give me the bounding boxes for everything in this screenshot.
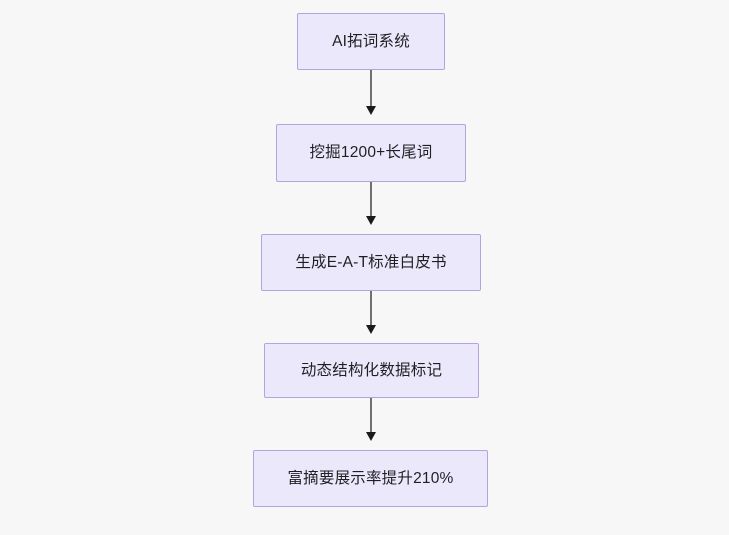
connector-line-1 (370, 70, 372, 107)
arrowhead-1 (365, 106, 376, 115)
connector-line-2 (370, 182, 372, 217)
arrowhead-2 (365, 216, 376, 225)
flow-node-label: 富摘要展示率提升210% (287, 469, 454, 487)
flow-node-label: AI拓词系统 (332, 32, 410, 50)
flow-node-rich-snippet-uplift[interactable]: 富摘要展示率提升210% (253, 450, 488, 507)
flow-node-generate-eat-whitepaper[interactable]: 生成E-A-T标准白皮书 (261, 234, 481, 291)
flow-node-dynamic-structured-data[interactable]: 动态结构化数据标记 (264, 343, 479, 398)
arrowhead-4 (365, 432, 376, 441)
flow-node-mine-longtail-keywords[interactable]: 挖掘1200+长尾词 (276, 124, 466, 182)
connector-line-3 (370, 291, 372, 326)
flow-node-label: 生成E-A-T标准白皮书 (295, 253, 447, 271)
flow-node-ai-keyword-system[interactable]: AI拓词系统 (297, 13, 445, 70)
arrowhead-3 (365, 325, 376, 334)
flow-node-label: 挖掘1200+长尾词 (309, 144, 433, 162)
flow-node-label: 动态结构化数据标记 (300, 361, 443, 379)
connector-line-4 (370, 398, 372, 433)
